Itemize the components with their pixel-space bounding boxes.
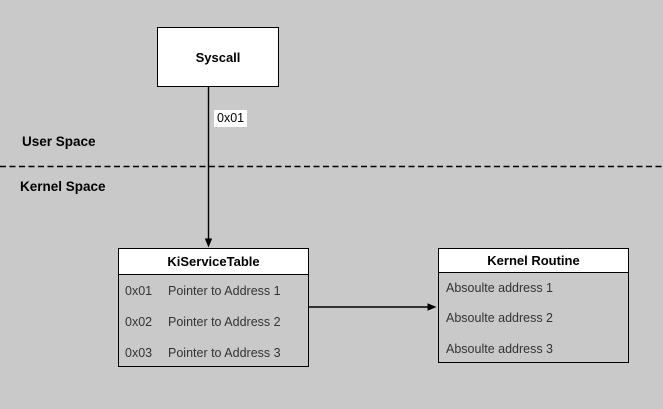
service-table-row: 0x02 Pointer to Address 2 bbox=[119, 306, 308, 337]
syscall-number-edge-label: 0x01 bbox=[214, 110, 248, 127]
kernel-routine-row: Absoulte address 3 bbox=[439, 334, 628, 364]
service-table-row: 0x03 Pointer to Address 3 bbox=[119, 337, 308, 368]
row-value: Absoulte address 3 bbox=[446, 341, 554, 356]
row-value: Absoulte address 2 bbox=[446, 311, 554, 326]
row-value: Pointer to Address 3 bbox=[168, 345, 281, 360]
row-value: Pointer to Address 1 bbox=[168, 283, 281, 298]
kernel-routine-body: Absoulte address 1 Absoulte address 2 Ab… bbox=[439, 273, 628, 364]
row-value: Pointer to Address 2 bbox=[168, 314, 281, 329]
kernel-routine-box: Kernel Routine Absoulte address 1 Absoul… bbox=[438, 248, 629, 363]
user-space-label: User Space bbox=[22, 134, 96, 149]
kernel-routine-title: Kernel Routine bbox=[439, 249, 628, 273]
table-to-routine-arrow bbox=[309, 303, 437, 311]
kiservicetable-box: KiServiceTable 0x01 Pointer to Address 1… bbox=[118, 248, 309, 367]
row-index: 0x01 bbox=[125, 283, 153, 298]
kernel-space-label: Kernel Space bbox=[20, 179, 106, 194]
syscall-to-table-arrow bbox=[204, 87, 213, 248]
kiservicetable-title: KiServiceTable bbox=[119, 249, 308, 275]
row-index: 0x03 bbox=[125, 345, 153, 360]
kernel-routine-row: Absoulte address 2 bbox=[439, 303, 628, 333]
kiservicetable-body: 0x01 Pointer to Address 1 0x02 Pointer t… bbox=[119, 275, 308, 368]
row-index: 0x02 bbox=[125, 314, 153, 329]
kernel-routine-row: Absoulte address 1 bbox=[439, 273, 628, 303]
syscall-label: Syscall bbox=[195, 49, 241, 65]
row-value: Absoulte address 1 bbox=[446, 281, 554, 296]
syscall-box: Syscall bbox=[157, 27, 279, 87]
service-table-row: 0x01 Pointer to Address 1 bbox=[119, 275, 308, 306]
